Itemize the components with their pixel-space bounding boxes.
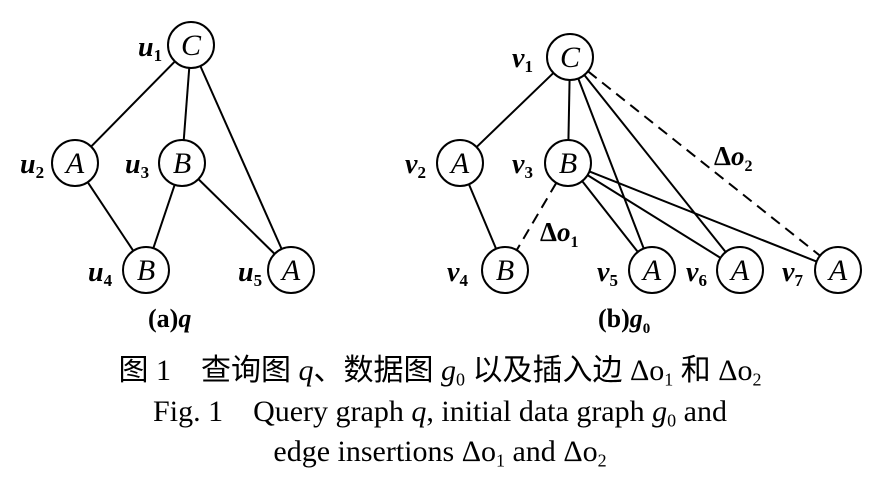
node-v1: Cv1 — [512, 33, 594, 81]
node-v3: Bv3 — [512, 139, 592, 187]
inserted-edge-label-v3-v4: Δo1 — [540, 217, 578, 251]
inserted-edge-v3-v4 — [515, 182, 558, 251]
node-circle-v6 — [716, 246, 764, 294]
edge-u1-u5 — [199, 65, 283, 250]
node-u5: Au5 — [238, 246, 315, 294]
node-label-letter-u2: A — [64, 147, 85, 180]
edge-v3-v7 — [589, 170, 817, 263]
node-label-letter-u4: B — [137, 254, 155, 287]
node-circle-u4 — [122, 246, 170, 294]
node-name-u2: u2 — [20, 149, 44, 182]
node-u1: Cu1 — [138, 21, 215, 69]
node-name-v5: v5 — [597, 257, 618, 290]
query-graph-edges — [86, 60, 283, 255]
panel-label-b: (b)g0 — [598, 304, 650, 337]
edge-u3-u4 — [152, 184, 176, 249]
edge-v1-v6 — [583, 74, 727, 253]
node-circle-v5 — [628, 246, 676, 294]
panel-label-a: (a)q — [148, 304, 191, 333]
node-label-letter-u3: B — [173, 147, 191, 180]
node-v5: Av5 — [597, 246, 676, 294]
edge-u1-u3 — [182, 67, 191, 141]
node-circle-u1 — [167, 21, 215, 69]
node-label-letter-v7: A — [827, 254, 848, 287]
node-label-letter-v5: A — [641, 254, 662, 287]
node-label-letter-v3: B — [559, 147, 577, 180]
edge-v1-v5 — [577, 78, 645, 249]
node-circle-v7 — [814, 246, 862, 294]
inserted-edge-v1-v7 — [587, 70, 821, 257]
node-label-letter-v1: C — [560, 41, 581, 74]
data-graph-edges: Δo1 Δo2 — [467, 70, 821, 263]
node-circle-v1 — [546, 33, 594, 81]
caption-english-line-1: Fig. 1 Query graph q, initial data graph… — [153, 395, 727, 431]
node-u4: Bu4 — [88, 246, 170, 294]
node-label-letter-v2: A — [449, 147, 470, 180]
node-circle-v2 — [436, 139, 484, 187]
node-v2: Av2 — [405, 139, 484, 187]
edge-v2-v4 — [467, 183, 498, 250]
edge-u3-u5 — [197, 178, 276, 255]
node-label-letter-v4: B — [496, 254, 514, 287]
node-v4: Bv4 — [447, 246, 529, 294]
node-v7: Av7 — [782, 246, 862, 294]
node-circle-u2 — [51, 139, 99, 187]
node-name-v2: v2 — [405, 149, 426, 182]
caption-chinese: 图 1 查询图 q、数据图 g0 以及插入边 Δo1 和 Δo2 — [118, 354, 762, 390]
node-circle-u3 — [158, 139, 206, 187]
edge-v3-v5 — [581, 180, 639, 253]
edge-u1-u2 — [90, 60, 176, 148]
node-name-v1: v1 — [512, 43, 533, 76]
node-circle-v3 — [544, 139, 592, 187]
node-label-letter-u5: A — [280, 254, 301, 287]
edge-v3-v6 — [587, 174, 721, 259]
node-name-v6: v6 — [686, 257, 707, 290]
node-name-u4: u4 — [88, 257, 113, 290]
node-label-letter-v6: A — [729, 254, 750, 287]
inserted-edge-label-v1-v7: Δo2 — [714, 141, 752, 175]
node-u2: Au2 — [20, 139, 99, 187]
edge-v1-v2 — [475, 72, 555, 148]
node-circle-v4 — [481, 246, 529, 294]
node-v6: Av6 — [686, 246, 764, 294]
edge-u2-u4 — [86, 181, 135, 252]
node-name-v3: v3 — [512, 149, 533, 182]
node-name-v7: v7 — [782, 257, 803, 290]
node-name-u3: u3 — [125, 149, 149, 182]
node-name-u5: u5 — [238, 257, 262, 290]
edge-v1-v3 — [567, 79, 571, 141]
node-name-v4: v4 — [447, 257, 468, 290]
node-label-letter-u1: C — [181, 29, 202, 62]
node-circle-u5 — [267, 246, 315, 294]
node-name-u1: u1 — [138, 32, 162, 65]
caption-english-line-2: edge insertions Δo1 and Δo2 — [273, 435, 607, 471]
node-u3: Bu3 — [125, 139, 206, 187]
